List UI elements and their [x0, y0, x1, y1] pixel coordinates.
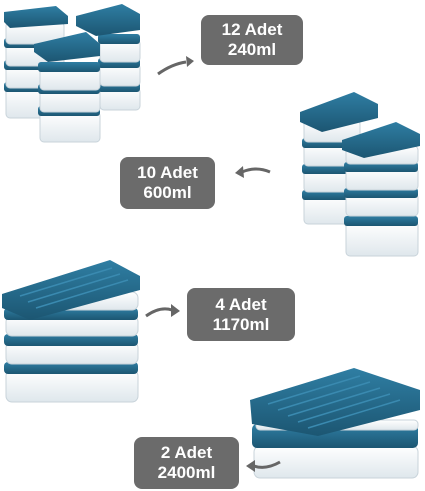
label-count: 2 Adet — [160, 443, 213, 463]
label-600ml: 10 Adet 600ml — [120, 157, 215, 209]
label-volume: 240ml — [227, 40, 277, 59]
label-2400ml: 2 Adet 2400ml — [134, 437, 239, 489]
label-count: 12 Adet — [221, 20, 283, 40]
label-volume: 2400ml — [157, 463, 216, 482]
label-volume: 600ml — [143, 183, 192, 202]
label-volume: 1170ml — [212, 314, 270, 334]
label-1170ml: 4 Adet 1170ml — [187, 288, 295, 341]
label-count: 10 Adet — [137, 163, 198, 183]
arrow-left-icon-2 — [253, 460, 281, 469]
arrow-right-icon — [157, 60, 187, 76]
arrow-right-icon-2 — [145, 307, 173, 318]
containers-600ml-stack — [300, 92, 420, 257]
containers-2400ml-stack — [250, 368, 420, 479]
containers-1170ml-stack — [2, 260, 140, 403]
label-count: 4 Adet — [215, 294, 267, 314]
containers-240ml-stack — [4, 4, 141, 143]
arrow-left-icon — [241, 167, 271, 174]
label-240ml: 12 Adet 240ml — [201, 15, 303, 65]
